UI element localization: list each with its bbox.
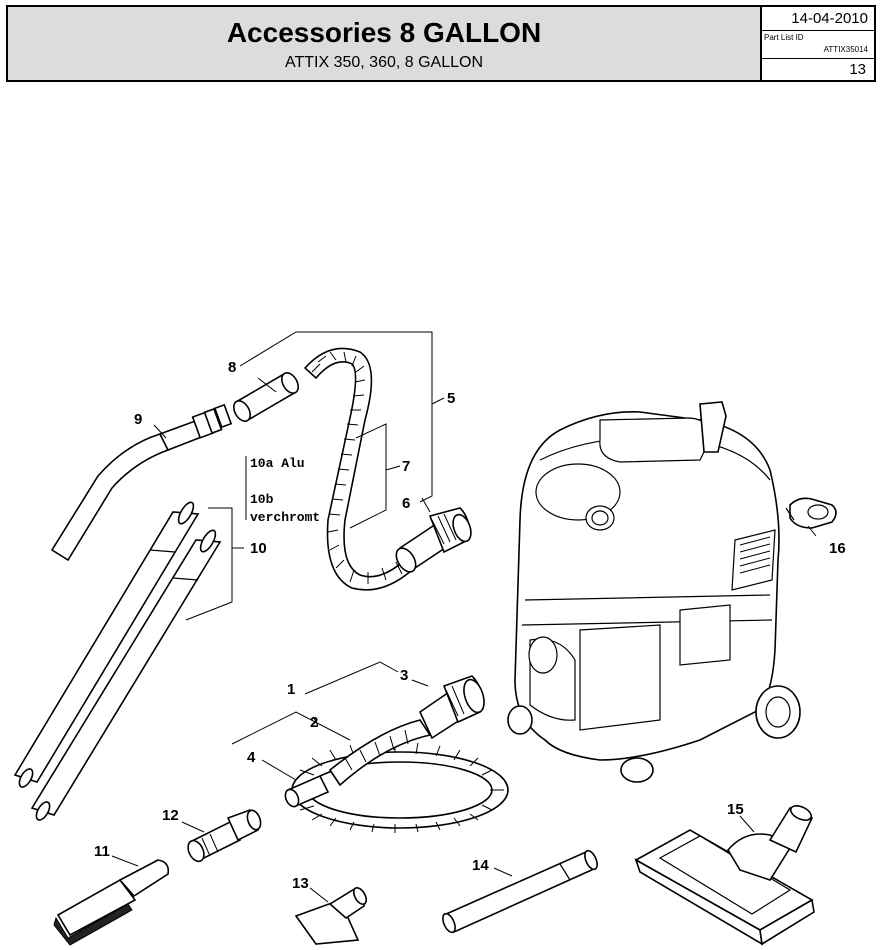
part-14-short-wand — [442, 849, 598, 934]
page-subtitle: ATTIX 350, 360, 8 GALLON — [284, 54, 484, 71]
part-11-brush — [53, 859, 170, 946]
part-list-id-value: ATTIX35014 — [823, 45, 868, 54]
vacuum-cleaner-body — [507, 401, 801, 783]
page-number: 13 — [849, 61, 866, 78]
part-1-suction-hose — [291, 719, 509, 833]
callout-13: 13 — [292, 875, 309, 892]
part-list-id-label: Part List ID — [764, 33, 804, 42]
part-3-hose-cuff — [418, 675, 485, 740]
callout-14: 14 — [472, 857, 489, 874]
callout-8: 8 — [228, 359, 236, 376]
callout-9: 9 — [134, 411, 142, 428]
part-13-nozzle — [294, 887, 368, 945]
callout-2: 2 — [310, 714, 318, 731]
note-10b: 10b — [250, 492, 274, 507]
part-list-id-cell: Part List ID ATTIX35014 — [762, 31, 874, 59]
part-10-variant-notes: 10a Alu 10b verchromt — [250, 456, 320, 525]
callout-12: 12 — [162, 807, 179, 824]
callout-15: 15 — [727, 801, 744, 818]
note-10a-alu: 10a Alu — [250, 456, 305, 471]
part-16-clip — [785, 497, 837, 529]
part-4-hose-end — [284, 774, 330, 808]
page-title: Accessories 8 GALLON — [226, 17, 542, 48]
part-9-curved-wand — [50, 403, 233, 562]
callout-6: 6 — [402, 495, 410, 512]
callout-numbers: 8 9 5 7 6 10 3 1 2 4 12 11 13 14 15 16 — [94, 359, 846, 892]
header-info-panel: 14-04-2010 Part List ID ATTIX35014 13 — [762, 7, 874, 80]
callout-4: 4 — [247, 749, 256, 766]
part-6-hose-cuff — [395, 507, 472, 573]
callout-5: 5 — [447, 390, 455, 407]
part-10-extension-wands — [13, 501, 222, 821]
header-box: Accessories 8 GALLON ATTIX 350, 360, 8 G… — [6, 5, 876, 82]
note-10b-chrome: verchromt — [250, 510, 320, 525]
callout-16: 16 — [829, 540, 846, 557]
leader-lines — [111, 331, 817, 903]
callout-11: 11 — [94, 843, 110, 860]
callout-10: 10 — [250, 540, 267, 557]
header-title-area: Accessories 8 GALLON ATTIX 350, 360, 8 G… — [8, 7, 762, 80]
part-15-floor-nozzle — [634, 805, 815, 946]
callout-3: 3 — [400, 667, 408, 684]
callout-1: 1 — [287, 681, 295, 698]
callout-7: 7 — [402, 458, 410, 475]
document-date: 14-04-2010 — [762, 7, 874, 31]
part-12-adapter — [187, 808, 262, 863]
part-8-sleeve — [233, 372, 299, 422]
